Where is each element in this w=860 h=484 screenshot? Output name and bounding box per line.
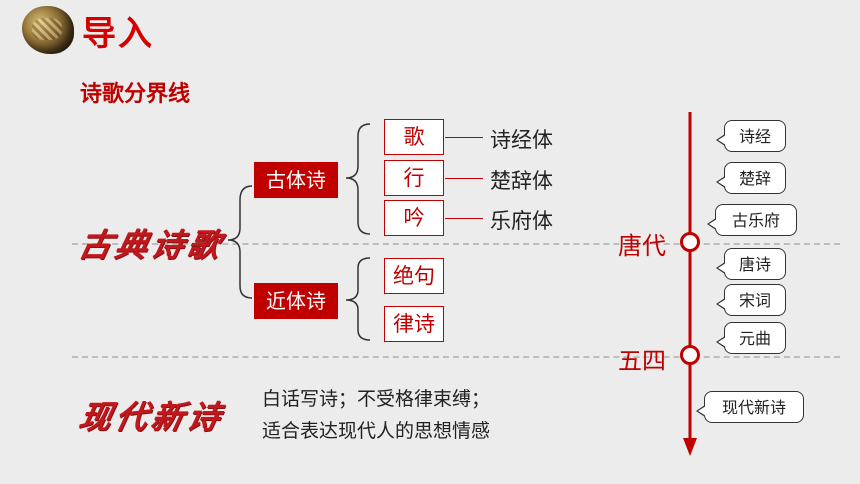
- callout-songci: 宋词: [716, 284, 786, 316]
- rock-logo-icon: [22, 6, 74, 54]
- divider-modern: [72, 356, 840, 358]
- callout-guyuefu: 古乐府: [707, 204, 797, 236]
- timeline-node-tang: [680, 232, 700, 252]
- modern-style-label: 近体诗: [254, 283, 338, 319]
- form-box-lvshi: 律诗: [384, 306, 444, 342]
- genre-shijing: 诗经体: [490, 128, 553, 152]
- form-box-ge: 歌: [384, 119, 444, 155]
- brace-ancient: [345, 123, 371, 235]
- genre-yuefu: 乐府体: [490, 209, 553, 233]
- connector-line: [445, 178, 483, 179]
- callout-tangshi: 唐诗: [716, 248, 786, 280]
- divider-classical: [72, 243, 840, 245]
- ancient-style-label: 古体诗: [254, 162, 338, 198]
- connector-line: [445, 137, 483, 138]
- timeline-arrow-icon: [683, 438, 697, 456]
- callout-shijing: 诗经: [716, 120, 786, 152]
- modern-desc-line-2: 适合表达现代人的思想情感: [262, 420, 491, 442]
- timeline-marker-tang: 唐代: [618, 232, 666, 260]
- form-box-yin: 吟: [384, 200, 444, 236]
- connector-line: [445, 218, 483, 219]
- brace-modern: [345, 257, 371, 341]
- callout-xiandai: 现代新诗: [696, 391, 804, 423]
- section-subtitle: 诗歌分界线: [80, 82, 191, 107]
- genre-chuci: 楚辞体: [490, 169, 553, 193]
- timeline-marker-wusi: 五四: [618, 347, 666, 375]
- timeline-node-wusi: [680, 345, 700, 365]
- callout-chuci: 楚辞: [716, 162, 786, 194]
- form-box-jueju: 绝句: [384, 258, 444, 294]
- page-title: 导入: [82, 14, 154, 54]
- callout-yuanqu: 元曲: [716, 322, 786, 354]
- modern-desc-line-1: 白话写诗；不受格律束缚；: [262, 388, 491, 410]
- brace-main: [227, 185, 253, 299]
- form-box-xing: 行: [384, 160, 444, 196]
